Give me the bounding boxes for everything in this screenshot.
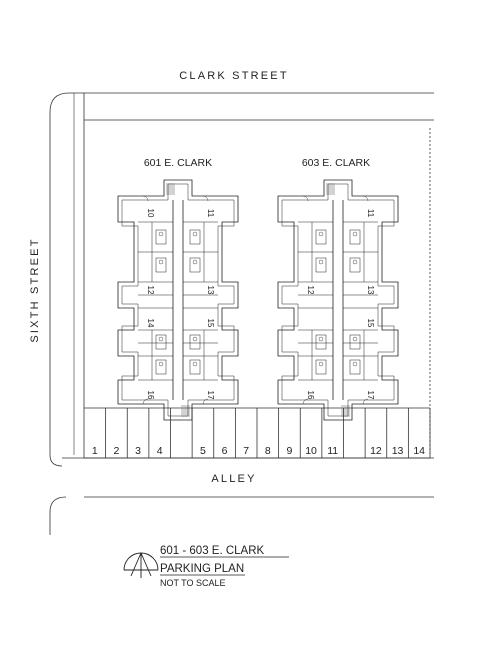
fixture-icon (352, 259, 358, 265)
fixture-icon (352, 231, 358, 237)
building-label-603: 603 E. CLARK (302, 157, 370, 169)
unit-number: 15 (206, 319, 215, 328)
plan-note: NOT TO SCALE (160, 578, 226, 588)
fixture-icon (192, 336, 198, 342)
clark-street-curb-north (49, 92, 434, 148)
parking-space-number: 13 (392, 445, 404, 457)
north-arrow-icon (123, 552, 159, 578)
fixture-icon (352, 336, 358, 342)
fixture-icon (192, 259, 198, 265)
unit-number: 13 (206, 286, 215, 295)
bathroom-fixture (315, 334, 327, 350)
bathroom-fixture (349, 334, 361, 350)
fixture-icon (158, 259, 164, 265)
door-swing (202, 398, 209, 405)
fixture-icon (318, 259, 324, 265)
unit-number: 14 (146, 319, 155, 328)
bathroom-fixture (315, 229, 327, 245)
bathroom-fixture (155, 334, 167, 350)
building-label-601: 601 E. CLARK (144, 157, 212, 169)
fixture-icon (192, 361, 198, 367)
bathroom-fixture (189, 229, 201, 245)
unit-number: 13 (366, 286, 375, 295)
unit-number: 16 (146, 391, 155, 400)
unit-number: 11 (206, 209, 215, 218)
fixture-icon (318, 231, 324, 237)
building-inner-wall (281, 183, 395, 417)
door-swing (302, 195, 309, 202)
building-outline (277, 179, 399, 421)
street-label-alley: ALLEY (211, 473, 256, 485)
unit-number: 17 (206, 391, 215, 400)
bathroom-fixture (349, 229, 361, 245)
door-swing (142, 195, 149, 202)
parking-space-number: 10 (305, 445, 317, 457)
title-block: 601 - 603 E. CLARK PARKING PLAN NOT TO S… (123, 545, 289, 588)
parking-space-number: 9 (287, 445, 293, 457)
unit-number: 15 (366, 319, 375, 328)
bathroom-fixture (155, 359, 167, 375)
building-outline (117, 179, 239, 421)
bathroom-fixture (315, 359, 327, 375)
parking-space-number: 4 (157, 445, 163, 457)
bathroom-fixture (189, 334, 201, 350)
unit-number: 12 (306, 286, 315, 295)
fixture-icon (352, 361, 358, 367)
street-label-sixth: SIXTH STREET (29, 237, 41, 342)
bathroom-fixture (155, 257, 167, 273)
parking-space-number: 8 (265, 445, 271, 457)
fixture-icon (158, 336, 164, 342)
bathroom-fixture (349, 359, 361, 375)
building-601: 10 11 12 13 14 15 16 17 (117, 179, 239, 421)
unit-number: 16 (306, 391, 315, 400)
bathroom-fixture (189, 257, 201, 273)
unit-number: 11 (366, 209, 375, 218)
fixture-icon (318, 336, 324, 342)
fixture-icon (318, 361, 324, 367)
parking-row (83, 407, 431, 459)
door-swing (202, 195, 209, 202)
parking-space-number: 3 (135, 445, 141, 457)
fixture-icon (158, 231, 164, 237)
door-swing (362, 195, 369, 202)
parking-space-number: 5 (200, 445, 206, 457)
door-swing (362, 398, 369, 405)
bathroom-fixture (155, 229, 167, 245)
parking-space-number: 6 (222, 445, 228, 457)
parking-space-number: 2 (114, 445, 120, 457)
bathroom-fixture (189, 359, 201, 375)
plan-title: 601 - 603 E. CLARK (160, 545, 265, 557)
parking-space-number: 7 (243, 445, 249, 457)
parking-space-number: 11 (327, 445, 338, 457)
parking-space-number: 14 (413, 445, 425, 457)
parking-space-number: 1 (92, 445, 98, 457)
building-inner-wall (121, 183, 235, 417)
alley-corner-south (49, 496, 67, 535)
unit-number: 10 (146, 209, 155, 218)
door-swing (302, 398, 309, 405)
parking-space-number: 12 (370, 445, 382, 457)
street-lines (49, 92, 434, 535)
door-swing (142, 398, 149, 405)
building-603: 11 12 13 15 16 17 (277, 179, 399, 421)
street-label-clark: CLARK STREET (179, 70, 289, 82)
fixture-icon (158, 361, 164, 367)
unit-number: 17 (366, 391, 375, 400)
alley-corner-north (49, 454, 63, 467)
bathroom-fixture (315, 257, 327, 273)
unit-number: 12 (146, 286, 155, 295)
fixture-icon (192, 231, 198, 237)
bathroom-fixture (349, 257, 361, 273)
plan-subtitle: PARKING PLAN (160, 563, 244, 575)
